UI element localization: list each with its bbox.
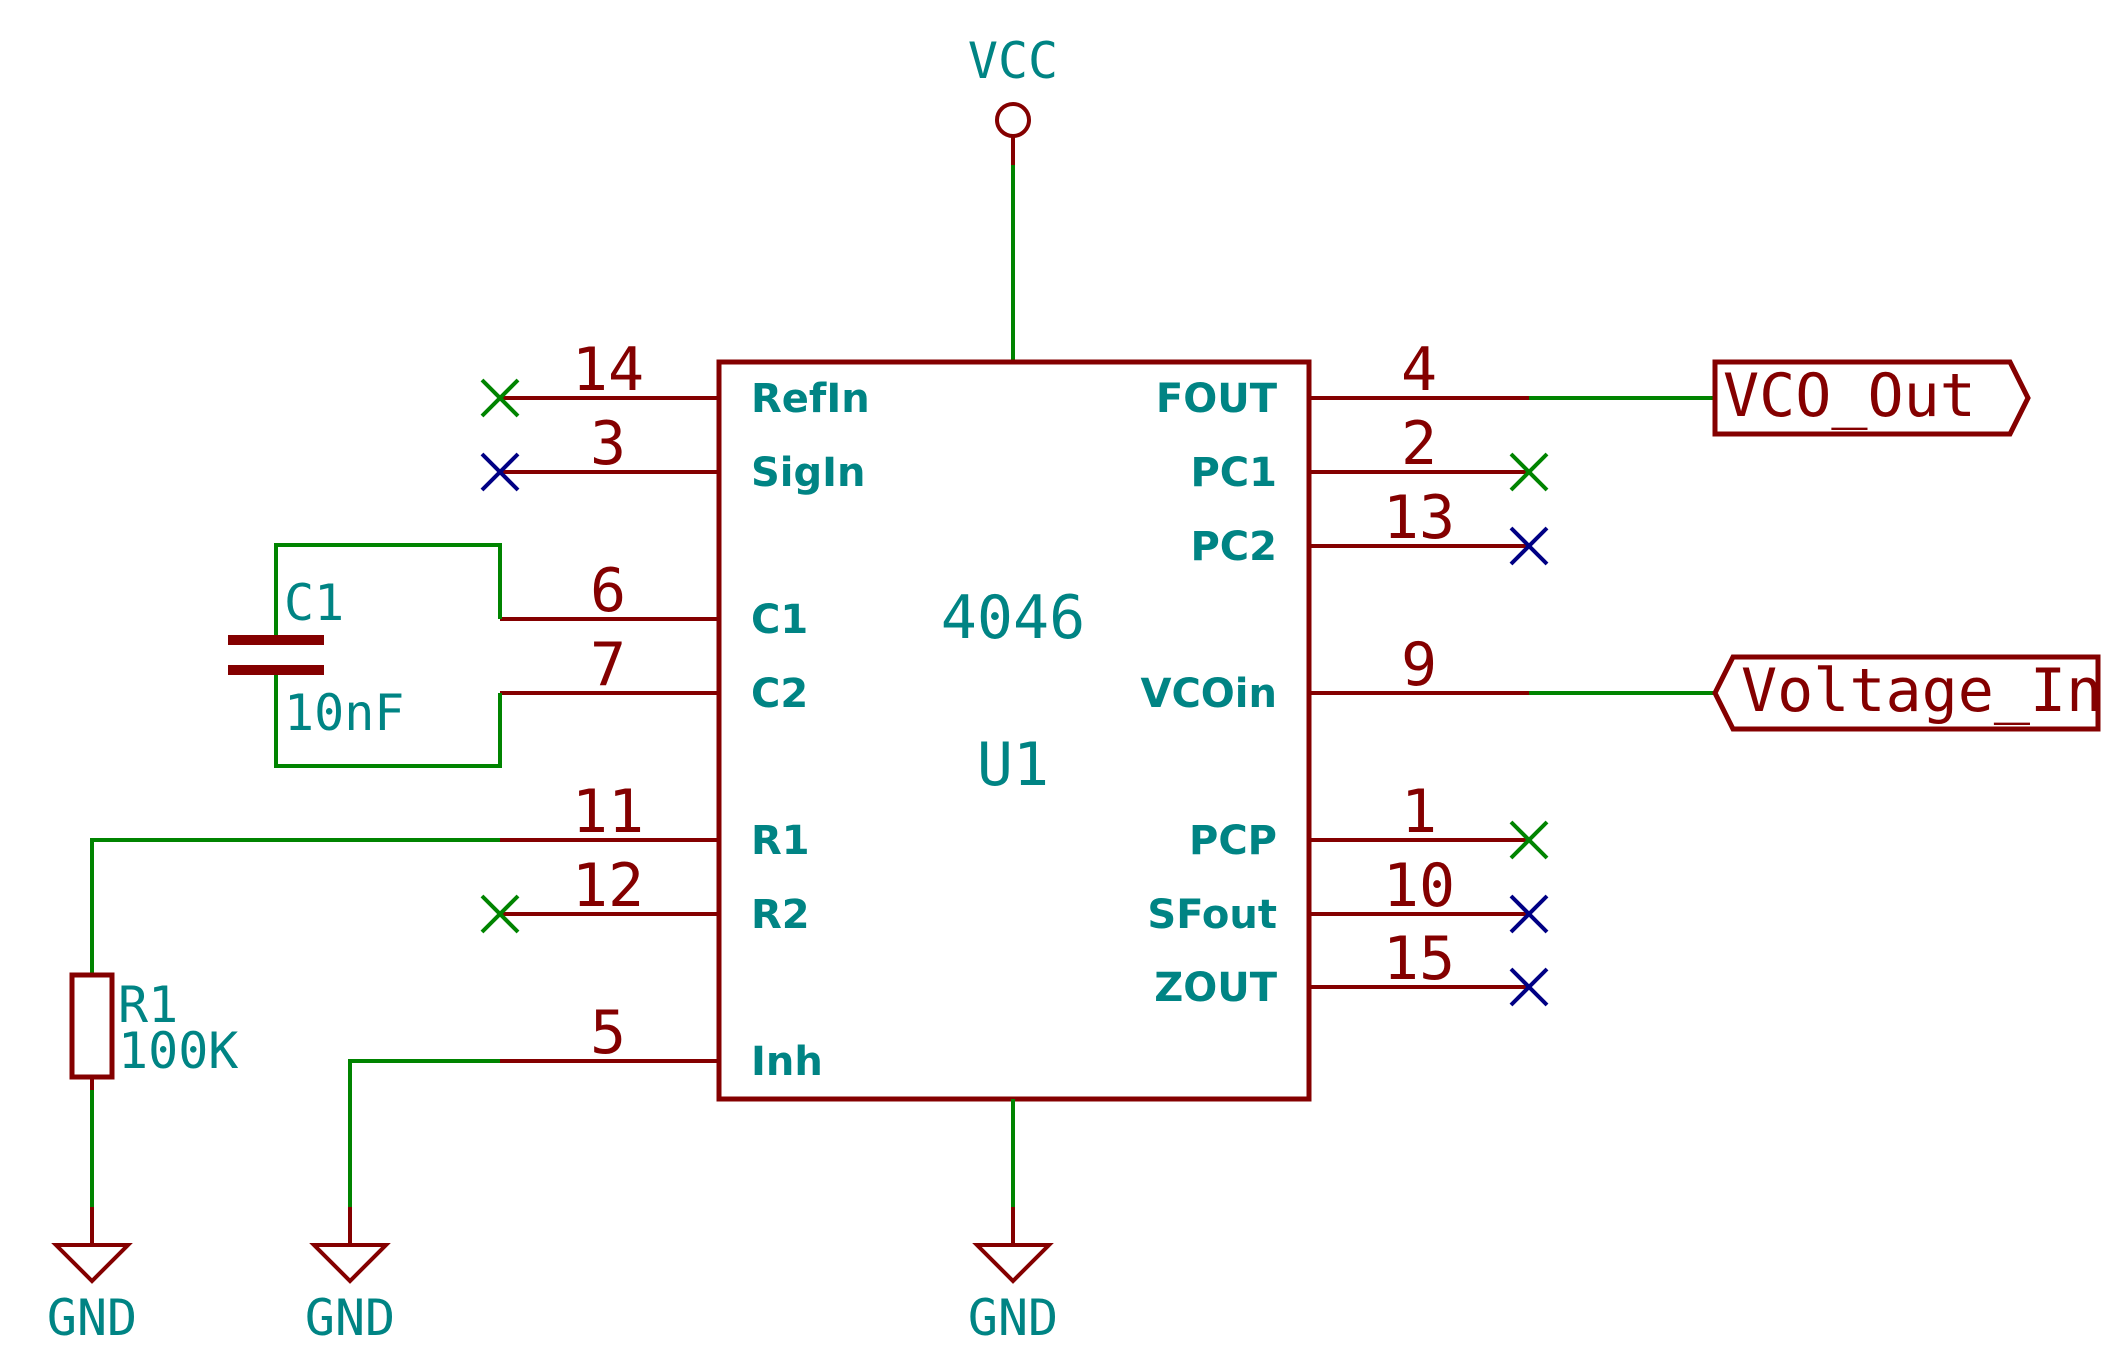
capacitor-c1: C1 10nF bbox=[228, 543, 502, 768]
no-connect-icon bbox=[1509, 967, 1549, 1007]
pin-name: RefIn bbox=[751, 376, 870, 422]
resistor-value: 100K bbox=[118, 1022, 238, 1080]
pin-number: 2 bbox=[1401, 409, 1437, 479]
pin-number: 12 bbox=[572, 851, 644, 921]
ic-value: 4046 bbox=[941, 583, 1086, 653]
right-pins: 4 FOUT 2 PC1 13 PC2 9 VCOin 1 PCP 10 SFo… bbox=[1140, 335, 1549, 1011]
no-connect-icon bbox=[480, 452, 520, 492]
no-connect-icon bbox=[1509, 526, 1549, 566]
pin-number: 7 bbox=[590, 630, 626, 700]
gnd-label: GND bbox=[305, 1289, 395, 1347]
resistor-r1: R1 100K bbox=[69, 838, 500, 1207]
no-connect-icon bbox=[1509, 452, 1549, 492]
pin-name: R1 bbox=[751, 818, 810, 864]
gnd-symbol-1: GND bbox=[47, 1207, 137, 1347]
pin-name: FOUT bbox=[1156, 376, 1278, 422]
resistor-body bbox=[69, 972, 115, 1080]
left-pins: 14 RefIn 3 SigIn 6 C1 7 C2 11 R1 12 R2 5… bbox=[480, 335, 870, 1085]
no-connect-icon bbox=[480, 378, 520, 418]
pin-name: Inh bbox=[751, 1039, 823, 1085]
pin-number: 4 bbox=[1401, 335, 1437, 405]
pin-number: 1 bbox=[1401, 777, 1437, 847]
pin-number: 13 bbox=[1383, 483, 1455, 553]
pin-name: C2 bbox=[751, 671, 808, 717]
pin-name: ZOUT bbox=[1154, 965, 1277, 1011]
ground-icon bbox=[51, 1243, 133, 1284]
pin-number: 11 bbox=[572, 777, 644, 847]
gnd-symbol-2: GND bbox=[305, 1059, 500, 1347]
net-label-voltage-in: Voltage_In bbox=[1529, 654, 2102, 732]
pin-name: SigIn bbox=[751, 450, 866, 496]
no-connect-icon bbox=[1509, 894, 1549, 934]
pin-number: 6 bbox=[590, 556, 626, 626]
pin-number: 9 bbox=[1401, 630, 1437, 700]
pin-number: 5 bbox=[590, 998, 626, 1068]
pin-name: C1 bbox=[751, 597, 808, 643]
vcc-symbol: VCC bbox=[968, 32, 1058, 362]
vco-out-label: VCO_Out bbox=[1723, 361, 1976, 431]
pin-name: PCP bbox=[1189, 818, 1277, 864]
pin-name: PC2 bbox=[1190, 524, 1277, 570]
ground-icon bbox=[309, 1243, 391, 1284]
pin-name: PC1 bbox=[1190, 450, 1277, 496]
gnd-symbol-3: GND bbox=[968, 1099, 1058, 1347]
no-connect-icon bbox=[1509, 820, 1549, 860]
vcc-label: VCC bbox=[968, 32, 1058, 90]
pin-number: 10 bbox=[1383, 851, 1455, 921]
pin-name: SFout bbox=[1147, 892, 1277, 938]
gnd-label: GND bbox=[968, 1289, 1058, 1347]
pin-name: VCOin bbox=[1140, 671, 1277, 717]
vcc-terminal-icon bbox=[995, 102, 1031, 138]
pin-number: 14 bbox=[572, 335, 644, 405]
ic-reference: U1 bbox=[977, 730, 1049, 800]
ground-icon bbox=[972, 1243, 1054, 1284]
pin-number: 3 bbox=[590, 409, 626, 479]
net-label-vco-out: VCO_Out bbox=[1529, 359, 2031, 437]
no-connect-icon bbox=[480, 894, 520, 934]
gnd-label: GND bbox=[47, 1289, 137, 1347]
voltage-in-label: Voltage_In bbox=[1741, 656, 2102, 726]
pin-name: R2 bbox=[751, 892, 810, 938]
capacitor-value: 10nF bbox=[284, 684, 404, 742]
resistor-reference: R1 bbox=[118, 976, 178, 1034]
capacitor-reference: C1 bbox=[284, 574, 344, 632]
pin-number: 15 bbox=[1383, 924, 1455, 994]
